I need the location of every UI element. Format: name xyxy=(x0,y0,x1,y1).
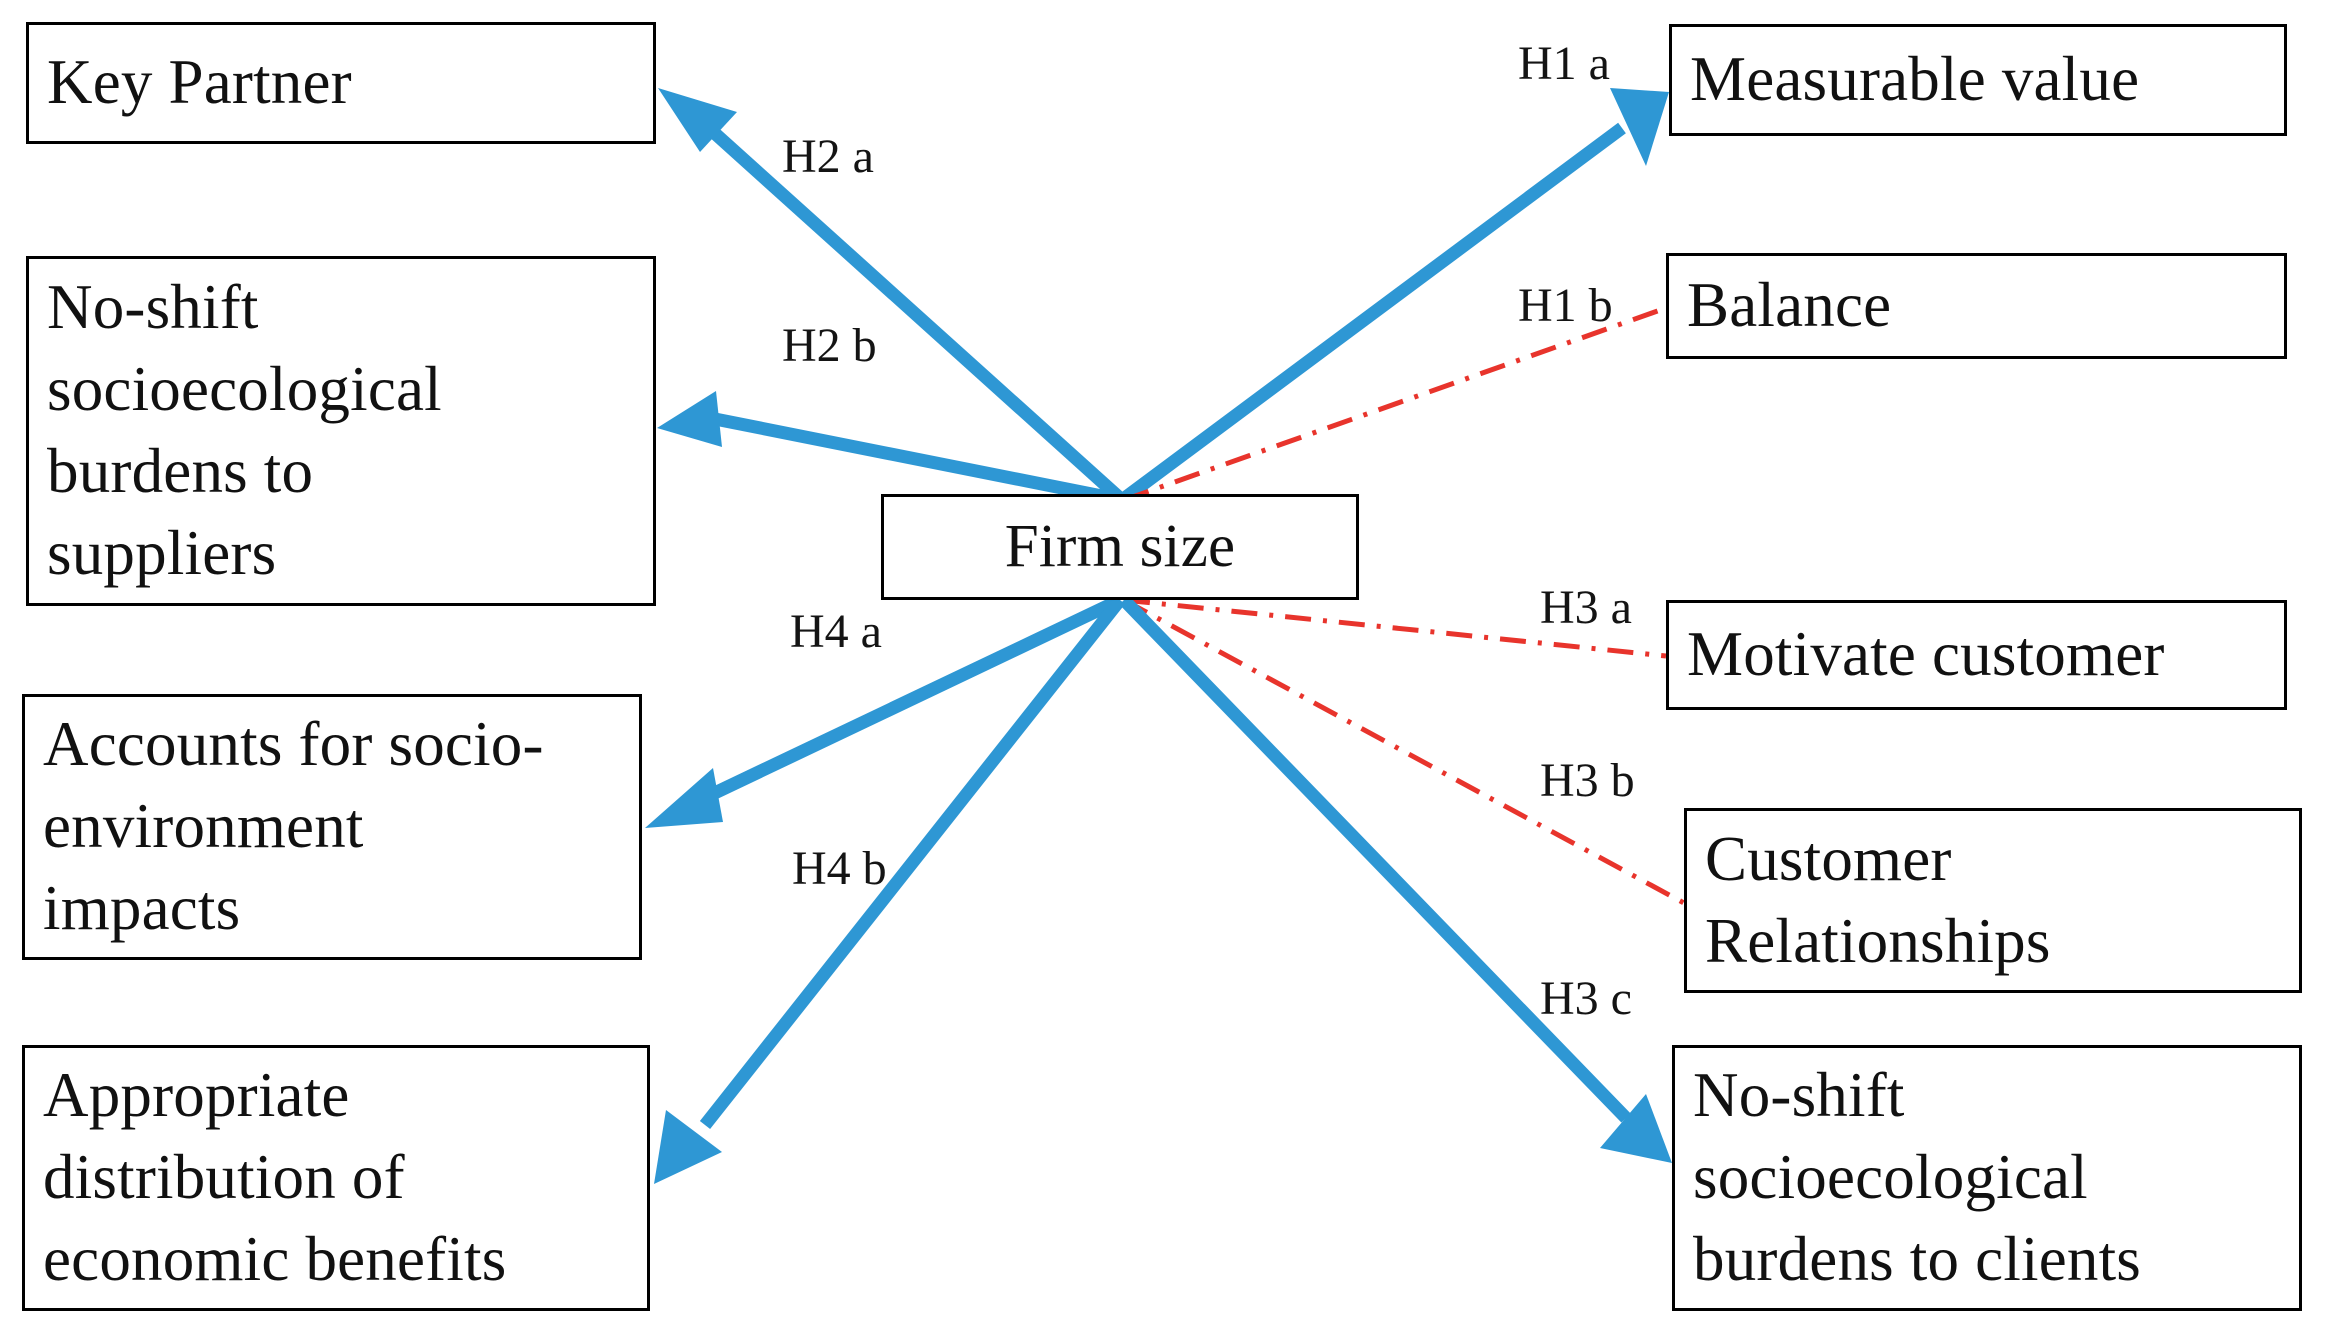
edge-label-h2b: H2 b xyxy=(782,319,877,372)
node-appropriate-distribution[interactable]: Appropriate distribution of economic ben… xyxy=(22,1045,650,1311)
node-firm-size[interactable]: Firm size xyxy=(881,494,1359,600)
node-label: Balance xyxy=(1687,270,1892,341)
edge-h3c xyxy=(1119,595,1672,1163)
node-motivate-customer[interactable]: Motivate customer xyxy=(1666,600,2287,710)
edge-label-h3b: H3 b xyxy=(1540,754,1635,807)
node-accounts-socio-environment[interactable]: Accounts for socio- environment impacts xyxy=(22,694,642,960)
node-label: Measurable value xyxy=(1690,44,2140,115)
edge-label-h1a: H1 a xyxy=(1518,37,1610,90)
edge-label-h4a: H4 a xyxy=(790,605,882,658)
arrowhead-h2b xyxy=(657,391,722,447)
node-no-shift-clients[interactable]: No-shift socioecological burdens to clie… xyxy=(1672,1045,2302,1311)
edge-label-h3c: H3 c xyxy=(1540,972,1632,1025)
arrowhead-h1a xyxy=(1610,88,1669,166)
node-key-partner[interactable]: Key Partner xyxy=(26,22,656,144)
arrowhead-h4a xyxy=(645,768,723,828)
arrowhead-h2a xyxy=(658,88,737,152)
edge-label-h1b: H1 b xyxy=(1518,279,1613,332)
edge-h2b xyxy=(657,391,1124,507)
node-label: Firm size xyxy=(1004,513,1236,581)
node-label: Customer Relationships xyxy=(1705,823,2051,976)
edge-h4b xyxy=(654,595,1126,1184)
edge-h4a xyxy=(645,594,1123,828)
node-balance[interactable]: Balance xyxy=(1666,253,2287,359)
node-label: Accounts for socio- environment impacts xyxy=(43,709,544,943)
node-label: No-shift socioecological burdens to clie… xyxy=(1693,1060,2142,1294)
node-measurable-value[interactable]: Measurable value xyxy=(1669,24,2287,136)
node-label: Motivate customer xyxy=(1687,619,2165,690)
edge-h3a xyxy=(1123,597,1667,659)
node-label: Key Partner xyxy=(47,47,352,118)
node-no-shift-suppliers[interactable]: No-shift socioecological burdens to supp… xyxy=(26,256,656,606)
node-customer-relationships[interactable]: Customer Relationships xyxy=(1684,808,2302,993)
arrowhead-h4b xyxy=(654,1110,722,1184)
edge-label-h2a: H2 a xyxy=(782,130,874,183)
edge-label-h4b: H4 b xyxy=(792,842,887,895)
edge-h1a xyxy=(1118,88,1669,506)
edge-label-h3a: H3 a xyxy=(1540,581,1632,634)
edge-h2a xyxy=(658,88,1127,505)
edge-h1b xyxy=(1123,305,1667,503)
node-label: Appropriate distribution of economic ben… xyxy=(43,1060,507,1294)
arrowhead-h3c xyxy=(1600,1094,1672,1163)
node-label: No-shift socioecological burdens to supp… xyxy=(47,272,442,588)
edge-h3b xyxy=(1122,597,1686,906)
